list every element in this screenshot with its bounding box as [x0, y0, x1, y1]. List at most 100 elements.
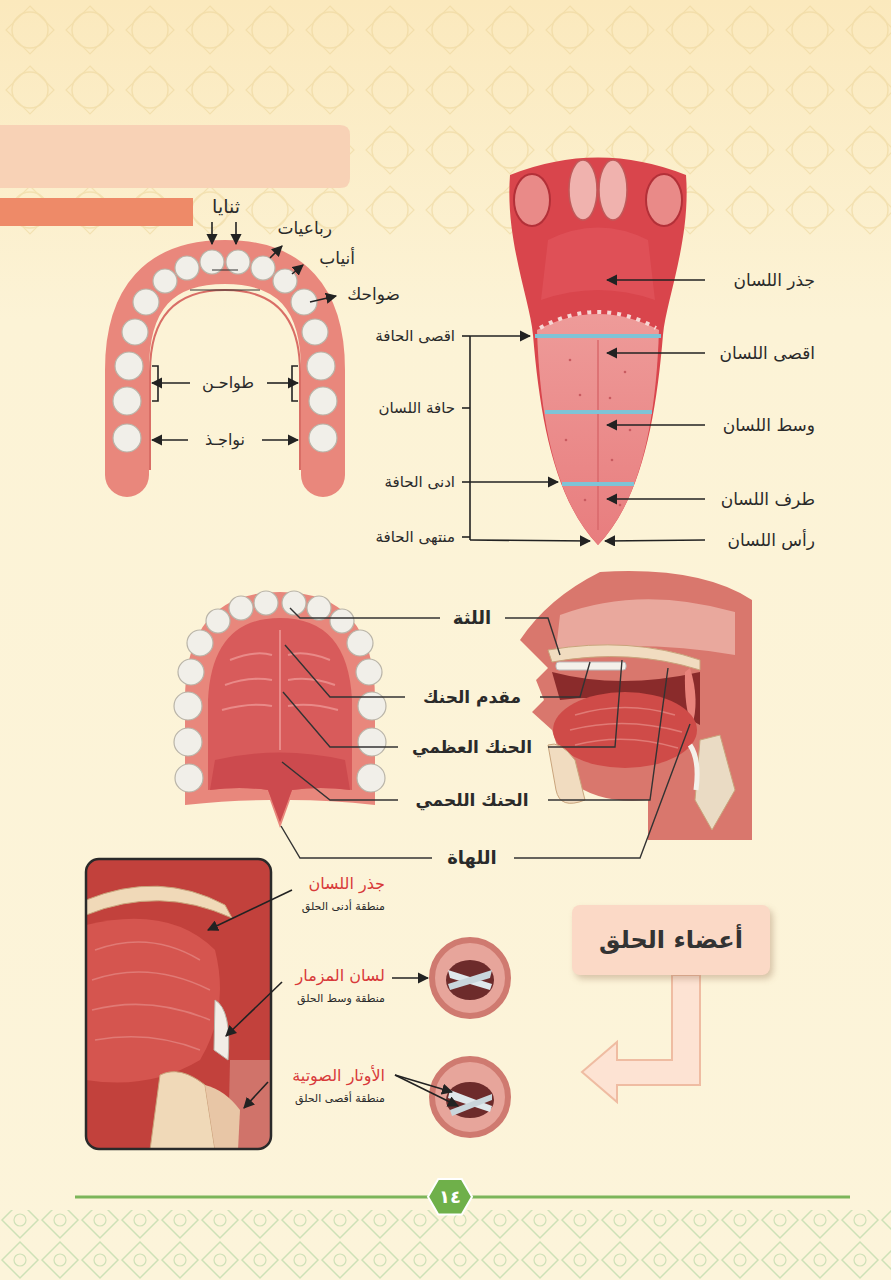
- throat-inset-part-part: [150, 1072, 215, 1149]
- tongue-part-part: [624, 371, 627, 374]
- palate-top-view-part-part: [358, 692, 386, 720]
- head-section-part: [520, 571, 752, 840]
- palate-top-view-part-part: [279, 630, 281, 750]
- header-bars-part: [0, 198, 193, 226]
- throat-inset-part-part: [86, 859, 271, 1149]
- dental-arch-part-part: [133, 289, 159, 315]
- part-label: ادنى الحافة: [385, 473, 456, 491]
- dental-arch-part: [190, 270, 260, 290]
- throat-inset-part-part-part: [92, 972, 210, 990]
- tongue-part-part: [569, 359, 572, 362]
- palate-top-view-part-part: [178, 659, 204, 685]
- tongue-part-part: [565, 439, 568, 442]
- throat-leaders-part: [226, 982, 282, 1036]
- tongue-leaders-part: [607, 352, 705, 354]
- throat-leaders-part: [395, 1075, 458, 1106]
- teeth-leaders-part: [292, 366, 298, 401]
- palate-top-view-part-part: [356, 659, 382, 685]
- part-label: منطقة أقصى الحلق: [295, 1092, 385, 1105]
- tongue-part-part: [584, 499, 587, 502]
- palate-top-view-part-part: [225, 679, 272, 685]
- tongue-leaders-part: [605, 540, 705, 541]
- tongue-leaders-part: [607, 498, 705, 500]
- teeth-leaders-part: [267, 382, 298, 384]
- tongue-part: [535, 334, 661, 338]
- palate-top-view-part: [185, 592, 375, 828]
- tongue-part: [597, 340, 599, 530]
- background-part: [0, 0, 891, 240]
- head-section-part: [553, 692, 697, 768]
- throat-inset-part-part-part: [95, 942, 200, 960]
- dental-arch-part-part: [307, 352, 335, 380]
- tongue-part-part: [629, 429, 632, 432]
- throat-leaders-part: [392, 977, 428, 979]
- tongue-leaders-part: [462, 407, 470, 409]
- teeth-leaders-part: [211, 222, 213, 244]
- background-part: [0, 1210, 891, 1280]
- tongue-part: [569, 160, 597, 220]
- throat-inset-part-part: [86, 886, 232, 918]
- palate-top-view-part-part: [206, 609, 230, 633]
- part-label: رباعيات: [277, 218, 332, 238]
- dental-arch-part-part: [113, 387, 141, 415]
- palate-leaders-part: [283, 692, 398, 747]
- throat-leaders-part: [244, 1082, 268, 1108]
- part-label: منطقة وسط الحلق: [297, 992, 385, 1005]
- throat-inset-part: [86, 859, 271, 1149]
- part-label: أنياب: [319, 248, 355, 268]
- palate-leaders-part: [285, 645, 405, 697]
- tongue-part: [646, 174, 682, 226]
- head-section-part-part: [570, 723, 682, 732]
- tongue-part: [541, 228, 655, 301]
- dental-arch: [113, 250, 337, 475]
- part-label: وسط اللسان: [723, 415, 815, 435]
- palate-top-view-part: [210, 753, 350, 823]
- part-label: رأس اللسان: [728, 530, 815, 550]
- palate-leaders-part: [505, 618, 560, 655]
- title-box: أعضاء الحلق: [572, 905, 770, 975]
- tongue-part: [540, 312, 656, 328]
- palate-top-view-part-part: [307, 596, 331, 620]
- palate-top-view-part-part: [174, 728, 202, 756]
- part-label: منتهى الحافة: [376, 528, 455, 546]
- head-section: [520, 571, 752, 840]
- palate-leaders-part: [548, 660, 622, 747]
- palate-leaders-part: [281, 826, 432, 858]
- larynx-views-part: [446, 1082, 494, 1118]
- palate-top-view-part-part: [358, 728, 386, 756]
- tongue-leaders-part: [470, 481, 558, 483]
- larynx-views-part: [448, 970, 492, 990]
- teeth-leaders-part: [152, 366, 158, 401]
- dental-arch-part-part: [175, 256, 199, 280]
- part-label: الأوتار الصوتية: [292, 1066, 385, 1085]
- tongue-leaders: [462, 280, 705, 541]
- part-label: نواجـذ: [205, 430, 245, 449]
- tongue-leaders-part: [470, 540, 590, 541]
- dental-arch-part-part: [113, 424, 141, 452]
- tongue-part-part: [579, 394, 582, 397]
- tongue-part-part: [609, 397, 612, 400]
- palate-top-view-part-part: [254, 591, 278, 615]
- throat-inset-part-part-part: [92, 1004, 210, 1020]
- part-label: مقدم الحنك: [423, 687, 521, 707]
- part-label: طرف اللسان: [721, 489, 815, 509]
- tongue: [509, 158, 686, 546]
- palate-top-view-part-part: [230, 653, 272, 660]
- head-section-part: [548, 744, 585, 803]
- part-label: لسان المزمار: [296, 966, 385, 985]
- head-section-part: [695, 735, 735, 830]
- tongue-part: [562, 482, 634, 486]
- throat-inset-part: [86, 859, 271, 1149]
- tongue-part: [545, 410, 652, 414]
- teeth-leaders-part: [310, 296, 336, 302]
- dental-arch-part: [150, 290, 300, 470]
- palate-leaders-part: [540, 662, 590, 697]
- part-label: جذر اللسان: [734, 270, 815, 290]
- throat-leaders-part: [208, 890, 292, 930]
- head-section-part: [556, 662, 626, 670]
- head-section-part: [548, 645, 700, 670]
- palate-top-view-part: [174, 591, 386, 792]
